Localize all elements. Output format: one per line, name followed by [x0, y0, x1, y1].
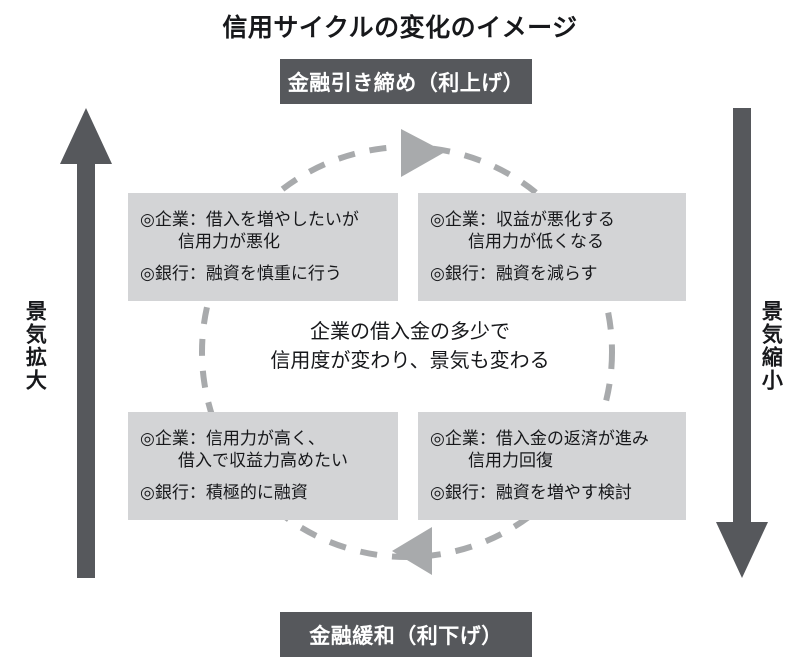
center-caption-line1: 企業の借入金の多少で [310, 321, 510, 343]
cycle-arrowhead-top [401, 129, 445, 177]
quadrant-tl-line1: ◎企業：借入を増やしたいが [140, 210, 359, 229]
quadrant-box-bottom-left: ◎企業：信用力が高く、 借入で収益力高めたい ◎銀行：積極的に融資 [128, 412, 398, 520]
down-arrow-icon [716, 108, 768, 578]
quadrant-box-top-left: ◎企業：借入を増やしたいが 信用力が悪化 ◎銀行：融資を慎重に行う [128, 193, 398, 301]
banner-bottom-label: 金融緩和（利下げ） [309, 624, 503, 648]
up-arrow-icon [60, 108, 112, 578]
quadrant-br-line2: 信用力回復 [468, 451, 553, 471]
quadrant-tl-line3: ◎銀行：融資を慎重に行う [140, 263, 342, 283]
quadrant-tr-line2: 信用力が低くなる [468, 232, 604, 252]
banner-top-label: 金融引き締め（利上げ） [287, 71, 525, 95]
quadrant-br-line1: ◎企業：借入金の返済が進み [430, 429, 649, 448]
quadrant-tr-line1: ◎企業：収益が悪化する [430, 210, 615, 229]
cycle-arrowhead-bottom [392, 527, 432, 575]
center-caption: 企業の借入金の多少で 信用度が変わり、景気も変わる [200, 318, 620, 376]
quadrant-bl-line2: 借入で収益力高めたい [178, 451, 348, 471]
banner-monetary-tightening: 金融引き締め（利上げ） [280, 59, 532, 104]
banner-monetary-easing: 金融緩和（利下げ） [280, 612, 532, 657]
quadrant-tl-line2: 信用力が悪化 [178, 232, 280, 252]
quadrant-br-line3: ◎銀行：融資を増やす検討 [430, 482, 632, 502]
page-title: 信用サイクルの変化のイメージ [222, 14, 578, 42]
quadrant-box-bottom-right: ◎企業：借入金の返済が進み 信用力回復 ◎銀行：融資を増やす検討 [418, 412, 686, 520]
quadrant-bl-line1: ◎企業：信用力が高く、 [140, 429, 325, 448]
quadrant-tr-line3: ◎銀行：融資を減らす [430, 263, 598, 283]
quadrant-box-top-right: ◎企業：収益が悪化する 信用力が低くなる ◎銀行：融資を減らす [418, 193, 686, 301]
center-caption-line2: 信用度が変わり、景気も変わる [270, 350, 550, 372]
side-label-contraction: 景気縮小 [759, 300, 783, 392]
quadrant-bl-line3: ◎銀行：積極的に融資 [140, 482, 308, 502]
side-label-expansion: 景気拡大 [23, 300, 47, 392]
